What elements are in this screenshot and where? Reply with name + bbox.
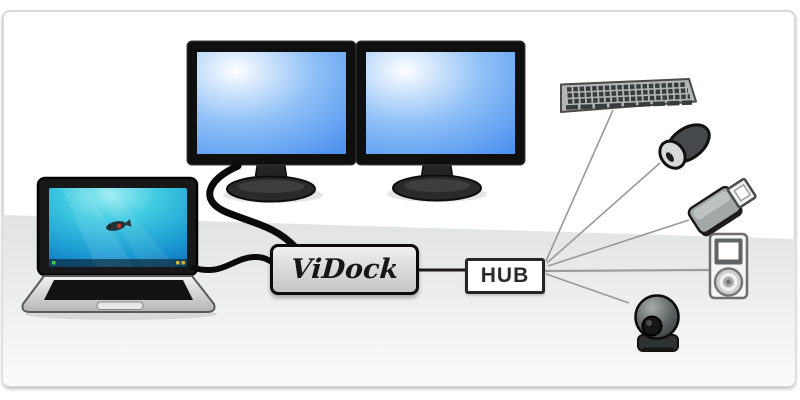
monitor-cable	[206, 162, 300, 252]
hub-media-player-line	[544, 268, 710, 273]
keyboard-key-row	[567, 94, 691, 104]
media-player-icon	[708, 232, 749, 300]
click-wheel-button	[726, 279, 731, 285]
monitor-left-base-highlight	[238, 180, 304, 193]
keyboard-spacebar-row	[565, 100, 693, 110]
laptop-cable	[191, 253, 279, 273]
hub-label: HUB	[480, 264, 530, 287]
webcam-base-rim	[642, 347, 674, 352]
hub-node: HUB	[465, 258, 545, 294]
monitor-left-icon	[186, 40, 357, 203]
taskbar-dot	[181, 261, 185, 265]
desk-surface	[3, 215, 795, 386]
laptop-trackpad	[96, 301, 144, 310]
taskbar-dot	[52, 261, 56, 265]
hub-keyboard-line	[545, 109, 614, 262]
monitor-right-base-highlight	[404, 179, 470, 192]
hub-connection-lines	[544, 109, 710, 304]
fish-wallpaper	[106, 218, 132, 231]
mouse-scroll-wheel	[665, 152, 674, 162]
webcam-icon	[634, 294, 680, 352]
laptop-icon	[21, 176, 217, 320]
laptop-keyboard	[44, 280, 193, 300]
hub-usb-line	[547, 219, 690, 267]
wallpaper-ray	[62, 188, 134, 267]
laptop-taskbar	[49, 259, 187, 267]
vidock-label: ViDock	[289, 254, 400, 285]
mouse-front-face	[658, 139, 687, 170]
monitor-right-screen	[366, 52, 515, 154]
usb-body-sheen	[693, 191, 730, 220]
media-player-screen	[718, 242, 739, 260]
vidock-node: ViDock	[270, 244, 419, 295]
usb-drive-icon	[687, 177, 757, 237]
hub-webcam-line	[545, 273, 630, 304]
keyboard-key-row	[566, 82, 687, 92]
keyboard-key-row	[567, 88, 689, 98]
taskbar-dot	[176, 261, 180, 265]
webcam-lens-glint	[646, 320, 652, 326]
usb-connector-slot	[733, 183, 752, 202]
webcam-lens	[641, 315, 663, 337]
mouse-icon	[658, 123, 711, 170]
wallpaper-ray	[96, 188, 176, 267]
monitor-left-screen	[197, 52, 346, 154]
monitor-right-icon	[355, 40, 526, 202]
hub-mouse-line	[546, 162, 661, 264]
keyboard-icon	[560, 78, 697, 113]
